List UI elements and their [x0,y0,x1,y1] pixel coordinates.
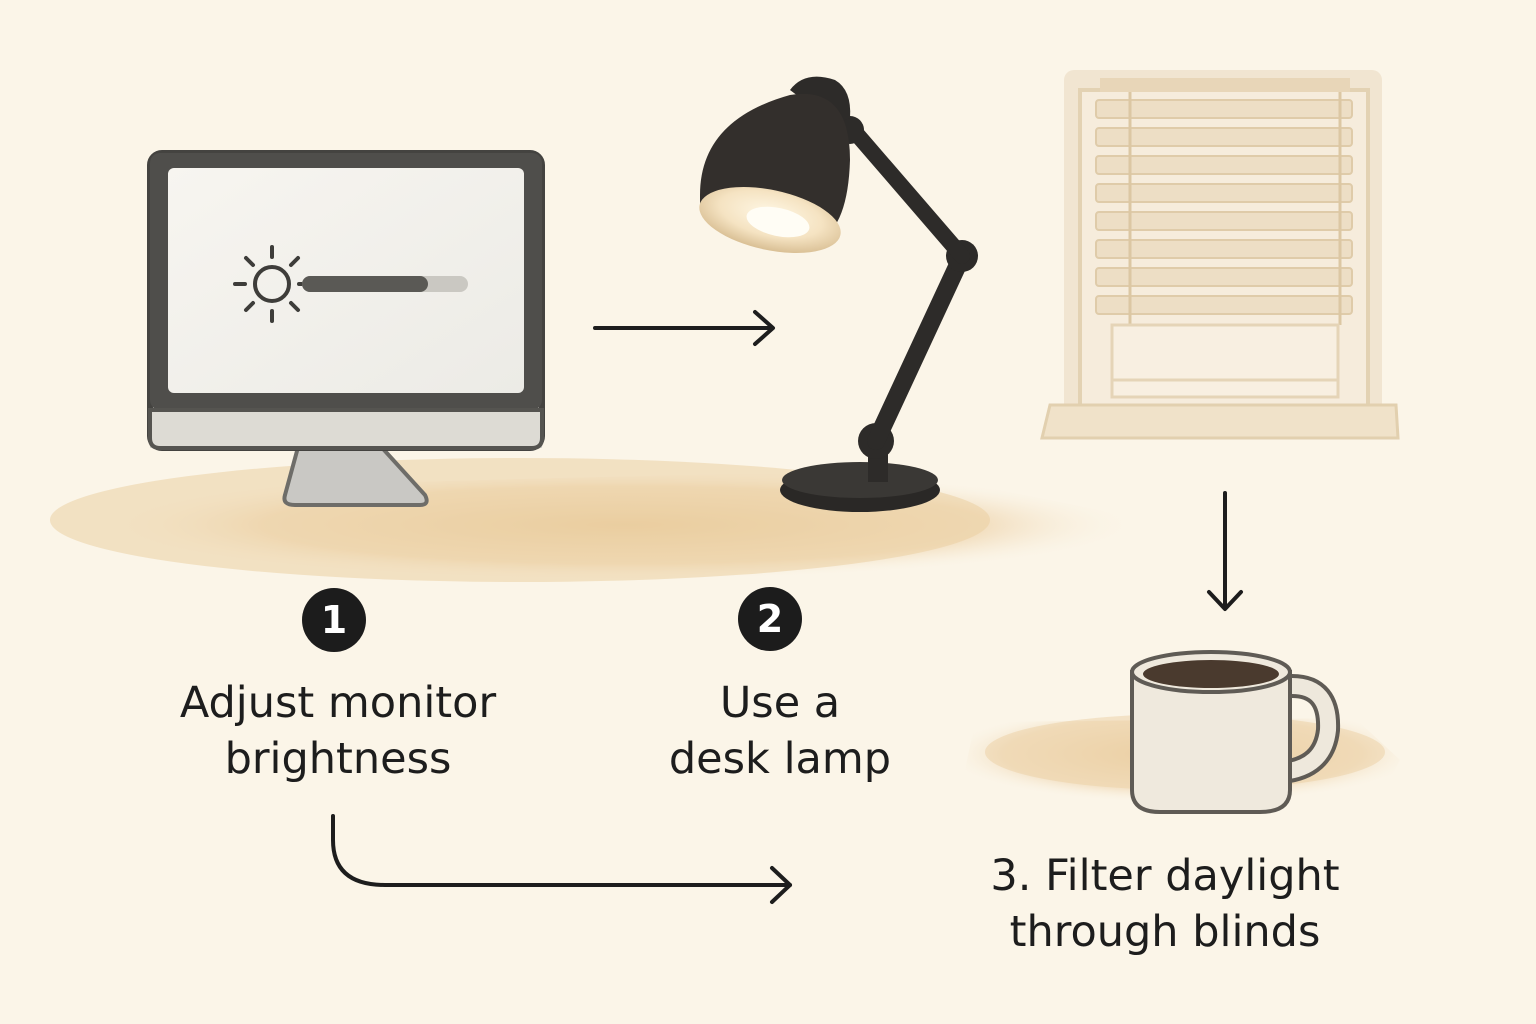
monitor-icon [147,150,545,507]
step-1-line1: Adjust monitor [179,678,497,728]
step-1-label: Adjust monitor brightness [148,675,528,787]
step-2-line1: Use a [719,678,841,728]
window-blinds-icon [1040,70,1400,440]
arrow-right-icon [593,310,775,346]
brightness-slider [302,276,468,292]
step-3-line1: 3. Filter daylight [990,851,1340,901]
coffee-mug-icon [1130,650,1341,814]
step-2-badge: 2 [738,587,802,651]
desk-lamp-icon [699,76,978,512]
step-2-label: Use a desk lamp [630,675,930,787]
step-2-line2: desk lamp [668,734,892,784]
step-3-label: 3. Filter daylight through blinds [955,848,1375,960]
curved-arrow-icon [331,814,792,904]
step-1-line2: brightness [224,734,452,784]
desk-surface [50,458,1140,582]
arrow-down-icon [1207,491,1243,611]
step-3-line2: through blinds [1009,907,1321,957]
step-1-badge: 1 [302,588,366,652]
